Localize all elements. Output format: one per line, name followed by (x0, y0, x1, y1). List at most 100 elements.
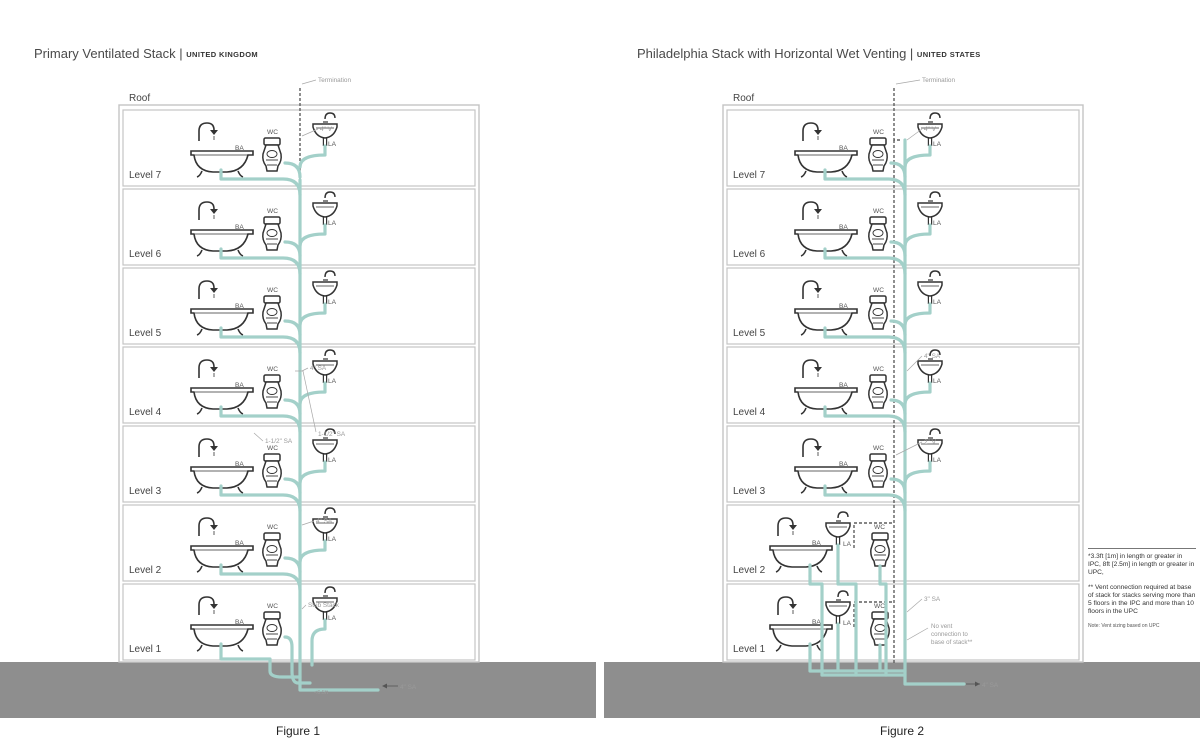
bath-branch-pipe (823, 326, 907, 355)
floor-4 (726, 346, 1080, 424)
level-label: Level 6 (733, 249, 766, 260)
toilet-icon (868, 374, 888, 409)
wc-label: WC (267, 445, 278, 452)
la-label: LA (328, 220, 337, 227)
la-branch-pipe (903, 302, 932, 327)
label-vent-top: 4" V (924, 126, 937, 133)
termination-leader (895, 79, 921, 85)
wc-label: WC (873, 366, 884, 373)
label-sa-3: 3" SA (924, 596, 941, 603)
wc-branch-pipe (889, 398, 907, 416)
toilet-icon (868, 453, 888, 488)
level-label: Level 1 (733, 644, 766, 655)
toilet-icon (262, 611, 282, 646)
la-label: LA (328, 299, 337, 306)
wc-label: WC (873, 287, 884, 294)
stub-stack-leader (301, 604, 307, 610)
la-branch-pipe (298, 302, 327, 327)
wc-branch-pipe (283, 398, 302, 416)
wc-label: WC (267, 208, 278, 215)
la-label: LA (933, 220, 942, 227)
floor-7 (726, 109, 1080, 187)
toilet-icon (262, 532, 282, 567)
label-drain-out: 4" SA (400, 684, 417, 691)
wc-branch-pipe (283, 319, 302, 337)
floor-5 (726, 267, 1080, 345)
figure2-caption: Figure 2 (879, 724, 925, 738)
bath-branch-pipe (219, 168, 302, 197)
figure1-title-separator: | (175, 46, 187, 61)
toilet-icon (262, 374, 282, 409)
no-vent-line: base of stack** (931, 639, 973, 646)
figure1-caption: Figure 1 (275, 724, 321, 738)
wc-label: WC (267, 129, 278, 136)
la-branch-pipe (903, 223, 932, 248)
wc-branch-pipe (283, 635, 312, 685)
wc-label: WC (873, 208, 884, 215)
branch-vent-pipe (853, 522, 894, 548)
wc-branch-pipe (889, 161, 907, 179)
la-label: LA (933, 457, 942, 464)
sa-4-leader (906, 355, 923, 372)
figure1-title-text: Primary Ventilated Stack (34, 46, 176, 61)
la-branch-pipe (298, 144, 327, 169)
drain-arrowhead (382, 683, 387, 689)
bath-label: BA (839, 303, 848, 310)
floor-3 (726, 425, 1080, 503)
toilet-icon (262, 453, 282, 488)
label-vent-top: 4" V (320, 126, 333, 133)
vent-top-leader (906, 128, 923, 141)
label-distance: <6.5ft (314, 690, 329, 696)
toilet-icon (868, 295, 888, 330)
la-branch-pipe (903, 144, 932, 169)
sa-4-upper-leader (301, 367, 309, 372)
level-label: Level 7 (733, 170, 766, 181)
bath-label: BA (235, 303, 244, 310)
toilet-icon (868, 216, 888, 251)
notes-rule (1088, 548, 1196, 549)
figure1-ground (0, 662, 596, 718)
level-label: Level 3 (129, 486, 162, 497)
bath-label: BA (812, 619, 821, 626)
bath-label: BA (235, 224, 244, 231)
wc-label: WC (873, 445, 884, 452)
la-branch-pipe (298, 539, 327, 564)
note-length: *3.3ft [1m] in length or greater in IPC,… (1088, 553, 1195, 577)
wc-branch-pipe (283, 161, 302, 179)
sa-4-lower-leader (301, 520, 315, 526)
wc-label: WC (874, 524, 885, 531)
bath-label: BA (235, 619, 244, 626)
floor-6 (726, 188, 1080, 266)
toilet-icon (868, 137, 888, 172)
sa-15-right-leader (295, 370, 317, 433)
bath-branch-pipe (219, 642, 302, 679)
toilet-icon (262, 295, 282, 330)
bath-label: BA (839, 461, 848, 468)
label-sa-4-upper: 4" SA (310, 365, 327, 372)
bath-label: BA (839, 224, 848, 231)
level2-la-drop-pipe (836, 574, 858, 677)
label-sa-4-lower: 4" SA (316, 518, 333, 525)
label-termination: Termination (318, 77, 351, 84)
la-branch-pipe (903, 460, 932, 485)
roof-label: Roof (733, 93, 754, 104)
la-branch-pipe (903, 381, 932, 406)
bath-branch-pipe (823, 405, 907, 434)
bath-label: BA (235, 382, 244, 389)
bath-label: BA (235, 145, 244, 152)
vent-2-leader (895, 441, 923, 456)
figure2-title-text: Philadelphia Stack with Horizontal Wet V… (637, 46, 907, 61)
wc-branch-pipe (283, 556, 302, 574)
bath-label: BA (839, 382, 848, 389)
figure2-notes: *3.3ft [1m] in length or greater in IPC,… (1088, 548, 1196, 635)
no-vent-line: No vent (931, 623, 953, 630)
wc-label: WC (267, 524, 278, 531)
note-vent-sizing: Note: Vent sizing based on UPC (1088, 622, 1160, 629)
wc-branch-pipe (283, 240, 302, 258)
termination-leader (301, 79, 317, 85)
level-label: Level 2 (733, 565, 766, 576)
level-label: Level 3 (733, 486, 766, 497)
bath-branch-pipe (823, 168, 907, 197)
